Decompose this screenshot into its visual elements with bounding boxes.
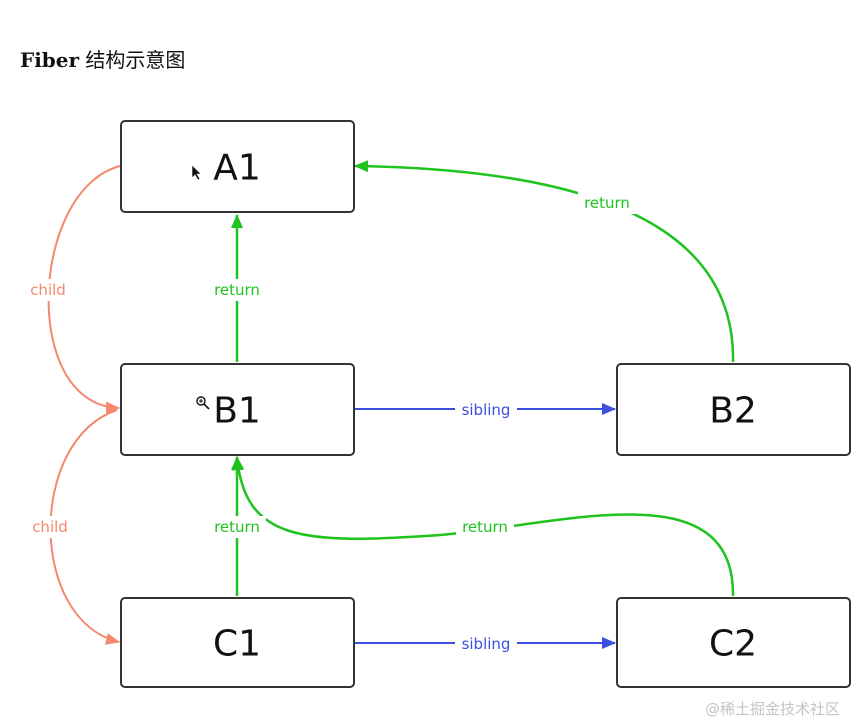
edge-label-b2-a1-return: return [584,194,630,212]
edge-label-b1-a1-return: return [214,281,260,299]
edge-label-c1-c2-sibling: sibling [462,635,511,653]
node-b1-label: B1 [213,391,261,432]
edge-label-c2-b1-return: return [462,518,508,536]
edge-b2-a1-return [354,160,735,363]
node-b1: B1 [120,363,355,456]
watermark: @稀土掘金技术社区 [704,700,840,718]
zoom-cursor-icon [196,396,210,410]
page-title-text: 结构示意图 [79,48,186,72]
node-c1-label: C1 [213,624,261,665]
edge-label-b1-b2-sibling: sibling [462,401,511,419]
edge-label-c1-b1-return: return [214,518,260,536]
edge-label-a1-b1-child: child [30,281,66,299]
mouse-cursor-icon [191,164,202,181]
node-c2: C2 [616,597,851,688]
node-a1: A1 [120,120,355,213]
page-title-bold: Fiber [20,48,80,72]
edge-label-b1-c1-child: child [32,518,68,536]
node-b2: B2 [616,363,851,456]
node-a1-label: A1 [213,148,261,189]
page-title: Fiber 结构示意图 [20,44,185,73]
node-b2-label: B2 [709,391,757,432]
node-c2-label: C2 [709,624,757,665]
node-c1: C1 [120,597,355,688]
